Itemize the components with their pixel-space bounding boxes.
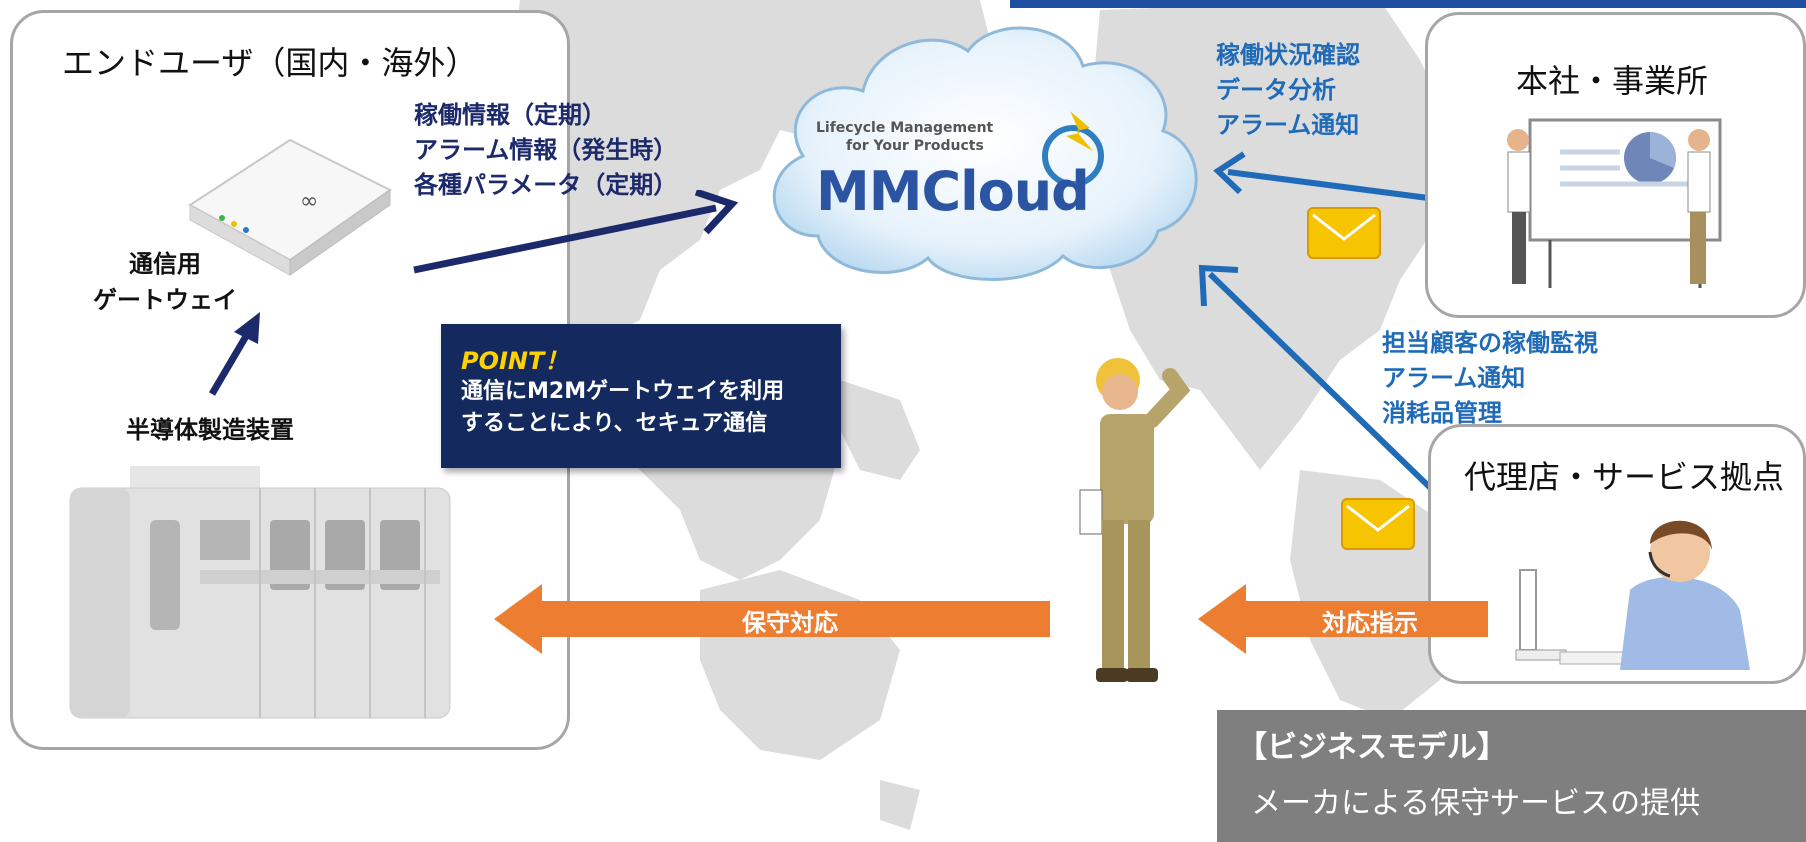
maintenance-arrow-label: 保守対応 <box>742 609 838 637</box>
business-model-box: 【ビジネスモデル】 メーカによる保守サービスの提供 <box>1217 710 1806 842</box>
uplink-info-item: アラーム情報（発生時） <box>414 136 678 164</box>
agent-info-list: 担当顧客の稼働監視 アラーム通知 消耗品管理 <box>1382 326 1598 431</box>
top-accent-bar <box>1010 0 1806 8</box>
maintenance-arrow <box>494 584 1050 654</box>
instruction-arrow <box>1198 584 1488 654</box>
uplink-info-item: 稼働情報（定期） <box>414 101 606 129</box>
end-user-panel-title: エンドユーザ（国内・海外） <box>62 44 478 82</box>
mail-icon <box>1341 498 1415 550</box>
business-model-title: 【ビジネスモデル】 <box>1237 730 1507 765</box>
cloud-tagline-2: for Your Products <box>846 138 984 154</box>
agent-info-item: アラーム通知 <box>1382 364 1526 392</box>
gateway-to-cloud-arrow <box>413 190 739 274</box>
hq-info-list: 稼働状況確認 データ分析 アラーム通知 <box>1216 38 1360 143</box>
presentation-illustration <box>1507 118 1722 288</box>
call-center-operator-illustration <box>1515 520 1750 670</box>
semiconductor-equipment-illustration <box>69 466 451 719</box>
cloud-tagline-1: Lifecycle Management <box>816 120 994 136</box>
instruction-arrow-label: 対応指示 <box>1322 609 1418 637</box>
mmcloud-cloud <box>772 26 1198 281</box>
point-line: することにより、セキュア通信 <box>461 411 768 436</box>
equipment-label: 半導体製造装置 <box>126 416 294 444</box>
mail-icon <box>1307 207 1381 259</box>
agent-panel-title: 代理店・サービス拠点 <box>1464 458 1785 496</box>
point-line: 通信にM2Mゲートウェイを利用 <box>461 379 785 404</box>
hq-panel-title: 本社・事業所 <box>1516 62 1709 100</box>
hq-info-item: データ分析 <box>1216 76 1336 104</box>
hq-panel <box>1425 12 1806 318</box>
point-callout: POINT！ 通信にM2Mゲートウェイを利用 することにより、セキュア通信 <box>441 324 841 468</box>
svg-text:∞: ∞ <box>300 189 318 214</box>
business-model-body: メーカによる保守サービスの提供 <box>1251 786 1701 821</box>
gateway-label: 通信用 ゲートウェイ <box>60 246 270 318</box>
agent-info-item: 担当顧客の稼働監視 <box>1382 329 1598 357</box>
cloud-brand-logo: MMCloud <box>816 160 1090 223</box>
gateway-label-line-2: ゲートウェイ <box>93 286 237 314</box>
uplink-info-item: 各種パラメータ（定期） <box>414 171 678 199</box>
gateway-device-illustration: ∞ <box>188 138 392 276</box>
point-title: POINT！ <box>461 347 569 375</box>
hq-info-item: アラーム通知 <box>1216 111 1360 139</box>
equipment-to-gateway-arrow <box>208 312 260 396</box>
agent-info-item: 消耗品管理 <box>1382 399 1502 427</box>
gateway-label-line-1: 通信用 <box>129 250 201 278</box>
maintenance-worker-illustration <box>1079 358 1191 682</box>
uplink-info-list: 稼働情報（定期） アラーム情報（発生時） 各種パラメータ（定期） <box>414 98 677 203</box>
hq-info-item: 稼働状況確認 <box>1216 41 1360 69</box>
